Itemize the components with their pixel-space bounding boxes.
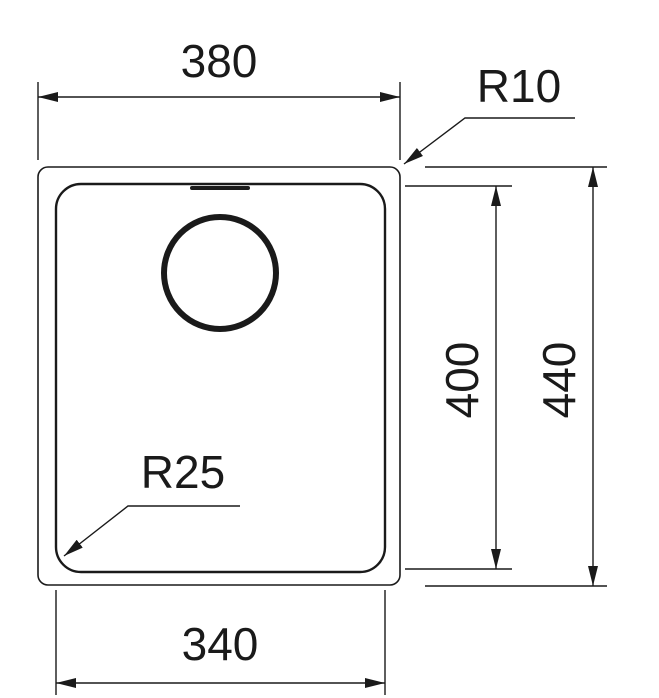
drain-circle [161, 214, 279, 332]
label-r10: R10 [477, 60, 561, 112]
label-340: 340 [182, 618, 259, 670]
dimension-400 [405, 185, 512, 570]
sink-bowl-outline [54, 182, 387, 574]
label-440: 440 [533, 342, 585, 419]
leader-r25 [63, 505, 240, 557]
dimension-440 [425, 166, 607, 587]
leader-r10 [403, 117, 575, 165]
dimension-340 [55, 590, 386, 695]
sink-outer-outline [37, 166, 401, 586]
label-r25: R25 [141, 446, 225, 498]
label-380: 380 [181, 35, 258, 87]
dimension-380 [37, 82, 401, 160]
label-400: 400 [436, 342, 488, 419]
